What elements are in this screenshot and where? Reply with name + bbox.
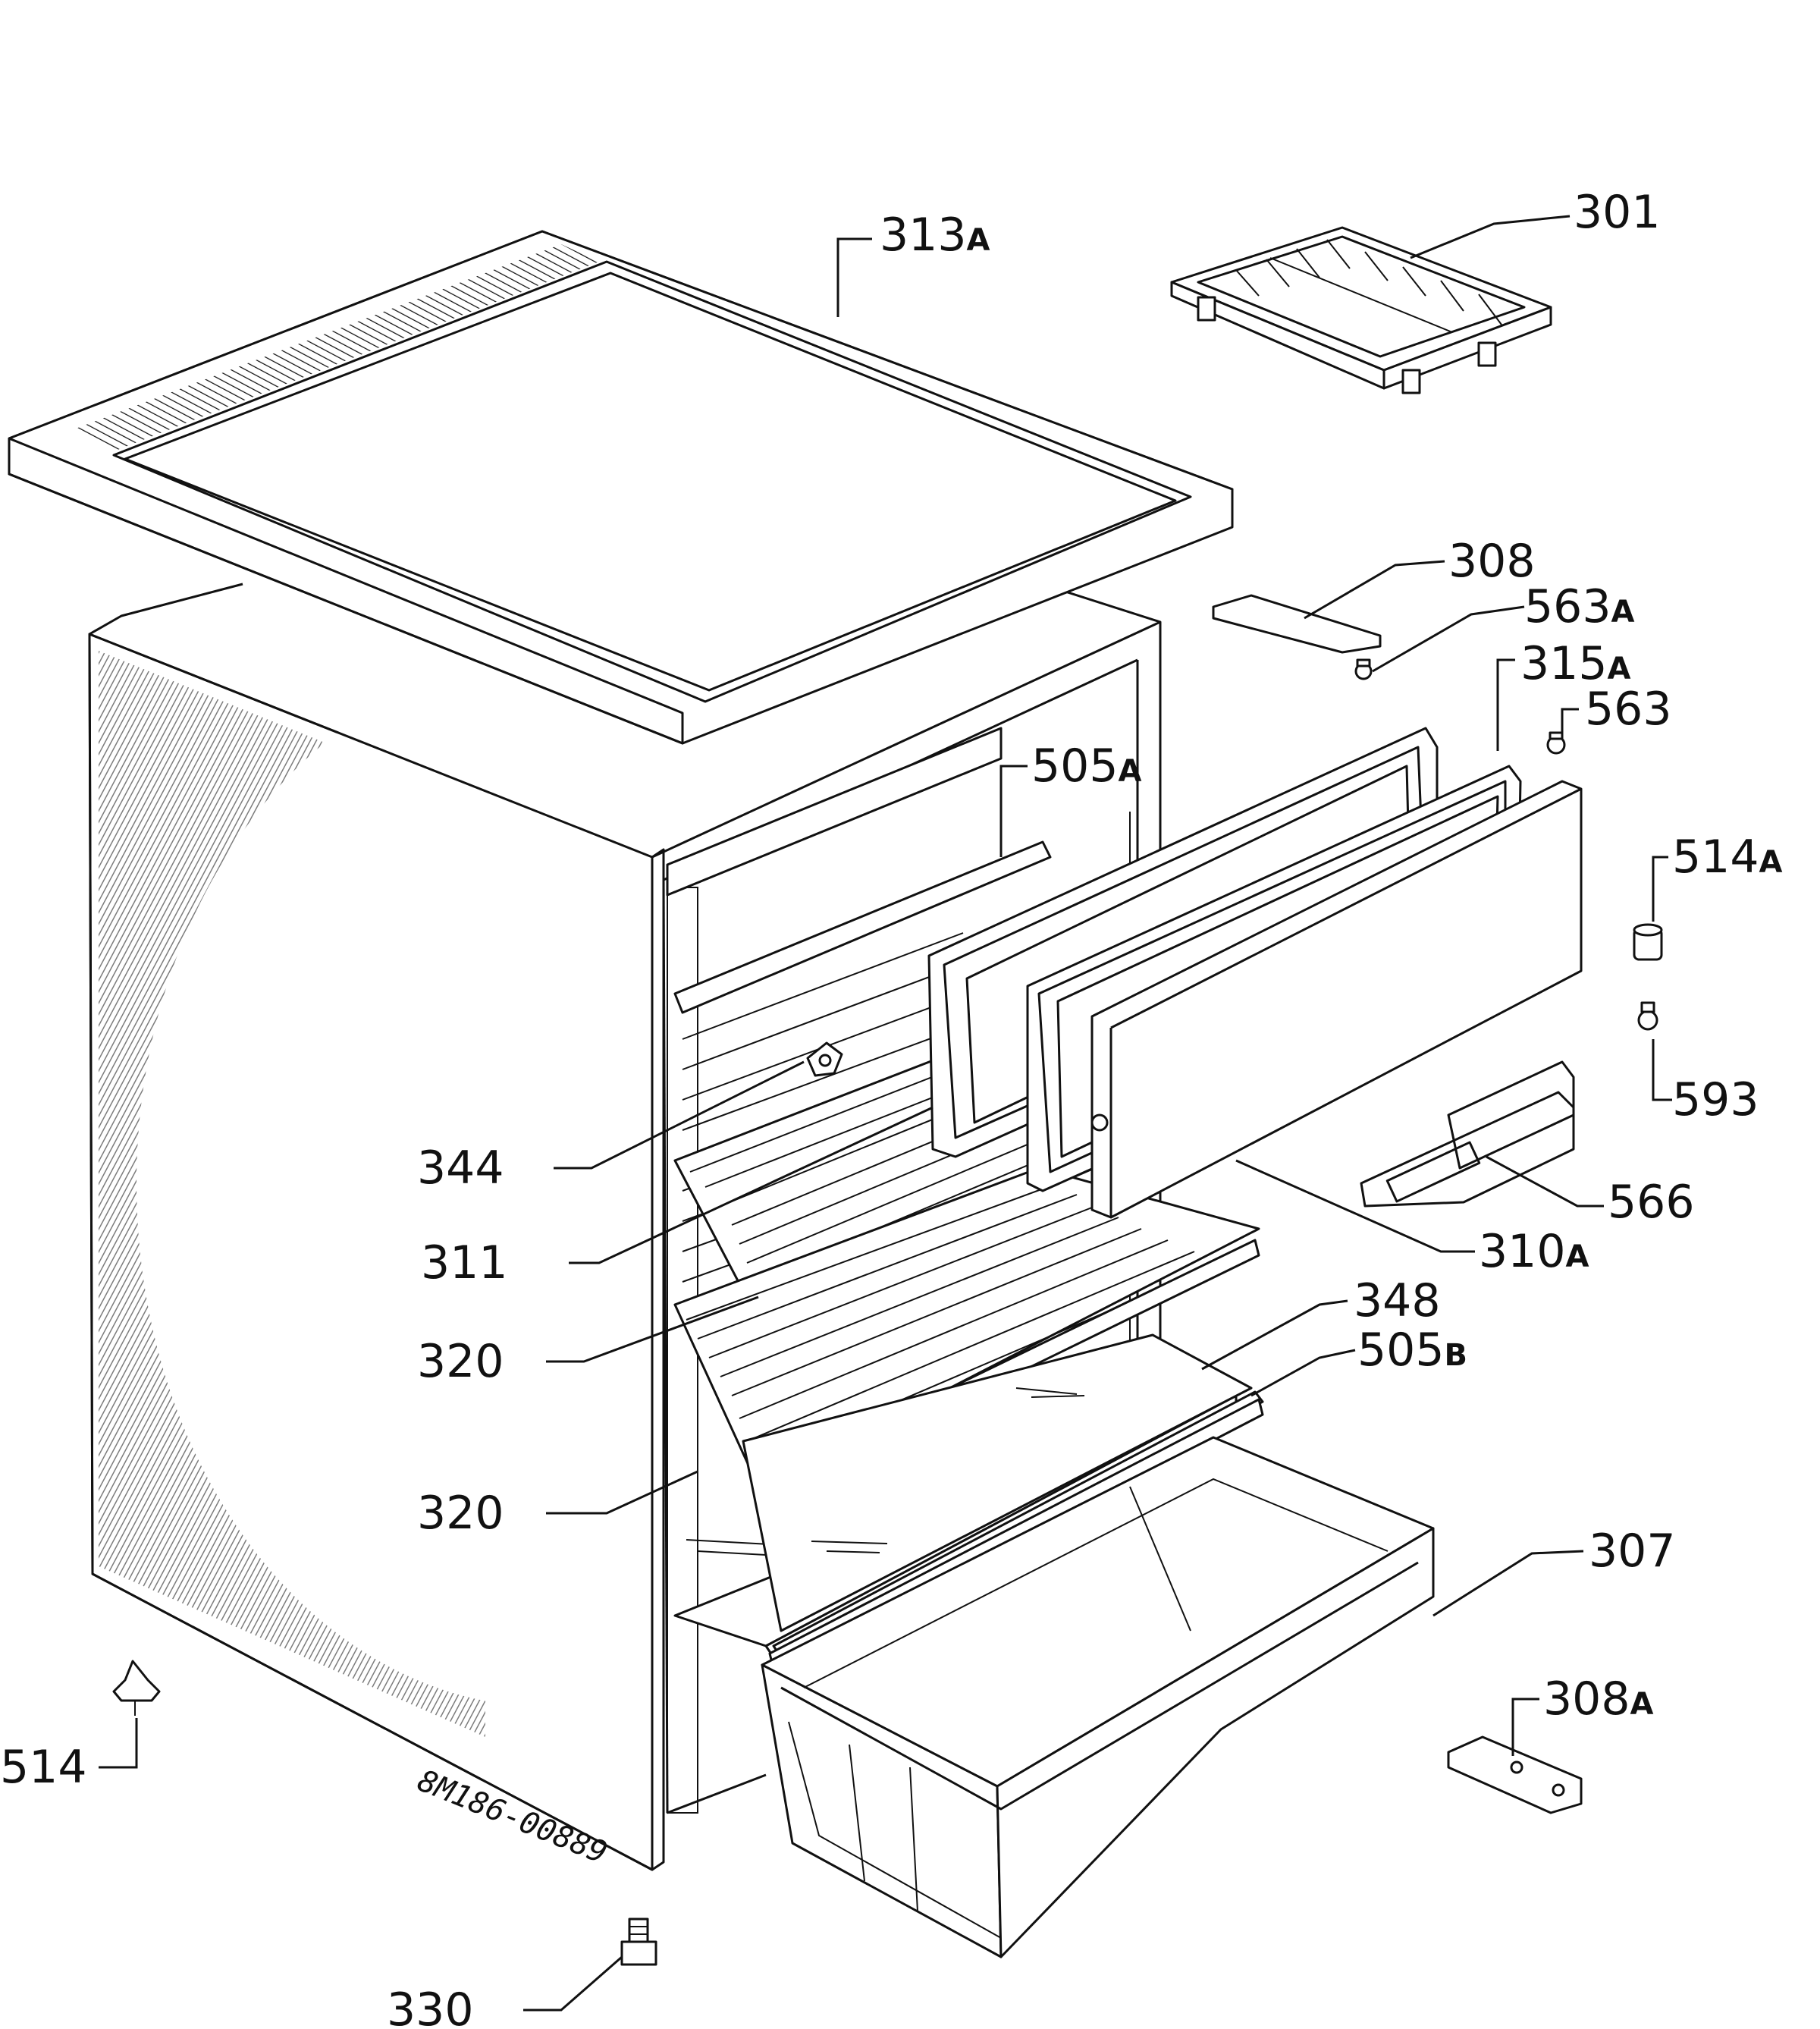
- crisper-drawer: [761, 1436, 1435, 1958]
- label-514A: 514A: [1672, 831, 1783, 884]
- label-505A: 505A: [1031, 740, 1142, 793]
- label-344: 344: [417, 1142, 504, 1195]
- label-563: 563: [1585, 683, 1672, 736]
- cap-514A: [1633, 923, 1663, 961]
- hinge-308A: [1447, 1735, 1583, 1814]
- freezer-door-outer-310A: [1090, 780, 1583, 1219]
- label-311: 311: [421, 1236, 508, 1289]
- ice-cube-tray: [1170, 226, 1552, 394]
- label-348: 348: [1354, 1274, 1441, 1327]
- label-514: 514: [0, 1741, 87, 1794]
- label-330: 330: [387, 1983, 474, 2029]
- label-308A: 308A: [1543, 1673, 1654, 1726]
- label-315A: 315A: [1520, 637, 1631, 690]
- hinge-308: [1212, 594, 1382, 654]
- label-320-lower: 320: [417, 1487, 504, 1540]
- label-566: 566: [1608, 1176, 1695, 1229]
- label-301: 301: [1574, 186, 1661, 239]
- screw-563: [1546, 731, 1566, 755]
- top-cover: [8, 230, 1234, 745]
- label-505B: 505B: [1357, 1324, 1467, 1377]
- label-307: 307: [1589, 1525, 1676, 1578]
- foot-330: [620, 1917, 657, 1966]
- label-313A: 313A: [880, 209, 990, 262]
- label-563A: 563A: [1524, 580, 1635, 633]
- screw-593: [1637, 1001, 1658, 1031]
- part-labels: 301 313A 308 563A 315A 563 505A 514A 593…: [0, 186, 1783, 2029]
- label-310A: 310A: [1479, 1225, 1589, 1278]
- label-308: 308: [1448, 535, 1536, 588]
- foot-514: [112, 1660, 161, 1716]
- screw-563A: [1354, 658, 1373, 680]
- label-593: 593: [1672, 1073, 1759, 1126]
- leader-lines: [99, 215, 1672, 2012]
- clip-344: [806, 1041, 843, 1077]
- label-320-upper: 320: [417, 1335, 504, 1388]
- handle-566: [1360, 1060, 1575, 1208]
